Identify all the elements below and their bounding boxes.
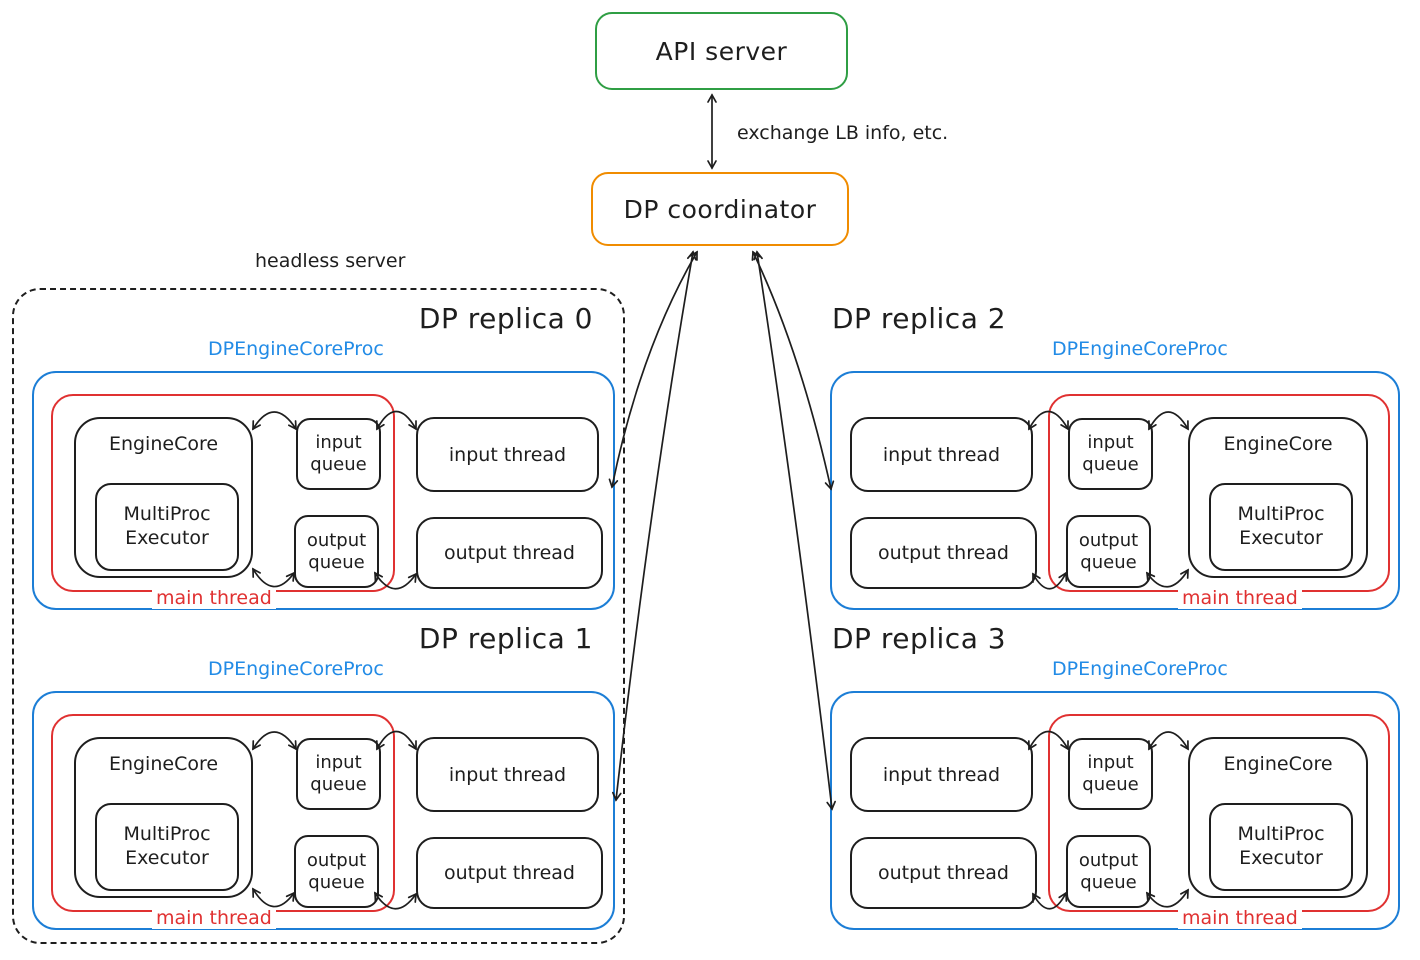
input-queue-box: input queue (1068, 418, 1153, 490)
output-queue-label: output queue (306, 849, 367, 893)
dp-engine-core-proc-label: DPEngineCoreProc (208, 658, 384, 680)
output-thread-label: output thread (878, 862, 1009, 884)
input-queue-label: input queue (1082, 752, 1139, 795)
engine-core-label: EngineCore (108, 753, 219, 775)
output-queue-box: output queue (294, 835, 379, 908)
engine-core-box: EngineCore MultiProc Executor (74, 737, 253, 898)
input-queue-label: input queue (310, 752, 367, 795)
dp-replica-2: DP replica 2 DPEngineCoreProc EngineCore… (830, 300, 1400, 620)
dp-engine-core-proc-label: DPEngineCoreProc (1052, 338, 1228, 360)
input-thread-label: input thread (448, 763, 567, 786)
main-thread-label: main thread (1178, 587, 1302, 609)
dp-replica-1: DP replica 1 DPEngineCoreProc EngineCore… (32, 620, 615, 940)
input-thread-label: input thread (882, 763, 1001, 786)
api-server-label: API server (655, 36, 788, 66)
dp-coordinator-label: DP coordinator (623, 194, 817, 224)
input-queue-box: input queue (296, 418, 381, 490)
output-queue-box: output queue (294, 515, 379, 588)
engine-core-label: EngineCore (1223, 753, 1333, 775)
multiproc-executor-box: MultiProc Executor (1209, 483, 1353, 571)
replica-title: DP replica 0 (418, 302, 593, 335)
arrow-coordinator-replica-2 (751, 250, 835, 491)
input-queue-label: input queue (310, 432, 367, 475)
output-thread-box: output thread (850, 837, 1037, 909)
output-queue-box: output queue (1066, 515, 1151, 588)
exchange-lb-info-label: exchange LB info, etc. (737, 122, 949, 144)
input-thread-label: input thread (448, 443, 567, 466)
input-thread-box: input thread (850, 417, 1033, 492)
replica-title: DP replica 2 (832, 302, 1007, 335)
output-thread-box: output thread (416, 517, 603, 589)
multiproc-executor-label: MultiProc Executor (123, 823, 211, 869)
dp-engine-core-proc-label: DPEngineCoreProc (1052, 658, 1228, 680)
output-thread-label: output thread (878, 542, 1009, 564)
main-thread-label: main thread (152, 587, 276, 609)
multiproc-executor-box: MultiProc Executor (95, 483, 239, 571)
dp-coordinator-box: DP coordinator (591, 172, 849, 246)
output-queue-box: output queue (1066, 835, 1151, 908)
input-queue-label: input queue (1082, 432, 1139, 475)
input-thread-box: input thread (416, 737, 599, 812)
replica-title: DP replica 1 (418, 622, 593, 655)
output-thread-label: output thread (444, 862, 575, 884)
headless-server-label: headless server (255, 250, 406, 272)
output-queue-label: output queue (306, 529, 367, 573)
dp-replica-3: DP replica 3 DPEngineCoreProc EngineCore… (830, 620, 1400, 940)
multiproc-executor-label: MultiProc Executor (123, 503, 211, 549)
replica-title: DP replica 3 (832, 622, 1007, 655)
engine-core-box: EngineCore MultiProc Executor (74, 417, 253, 578)
main-thread-label: main thread (152, 907, 276, 929)
dp-engine-core-proc-box (32, 691, 615, 930)
input-thread-box: input thread (416, 417, 599, 492)
input-queue-box: input queue (1068, 738, 1153, 810)
dp-engine-core-proc-label: DPEngineCoreProc (208, 338, 384, 360)
dp-replica-0: DP replica 0 DPEngineCoreProc EngineCore… (32, 300, 615, 620)
input-queue-box: input queue (296, 738, 381, 810)
multiproc-executor-box: MultiProc Executor (95, 803, 239, 891)
engine-core-box: EngineCore MultiProc Executor (1188, 737, 1368, 898)
output-thread-box: output thread (850, 517, 1037, 589)
multiproc-executor-label: MultiProc Executor (1237, 503, 1325, 549)
engine-core-box: EngineCore MultiProc Executor (1188, 417, 1368, 578)
output-queue-label: output queue (1078, 529, 1139, 573)
arrow-coordinator-replica-1 (611, 250, 697, 802)
main-thread-label: main thread (1178, 907, 1302, 929)
output-thread-box: output thread (416, 837, 603, 909)
multiproc-executor-box: MultiProc Executor (1209, 803, 1353, 891)
output-thread-label: output thread (444, 542, 575, 564)
api-server-box: API server (595, 12, 848, 90)
engine-core-label: EngineCore (108, 433, 219, 455)
output-queue-label: output queue (1078, 849, 1139, 893)
engine-core-label: EngineCore (1223, 433, 1333, 455)
input-thread-box: input thread (850, 737, 1033, 812)
multiproc-executor-label: MultiProc Executor (1237, 823, 1325, 869)
input-thread-label: input thread (882, 443, 1001, 466)
arrow-coordinator-replica-3 (753, 250, 836, 811)
